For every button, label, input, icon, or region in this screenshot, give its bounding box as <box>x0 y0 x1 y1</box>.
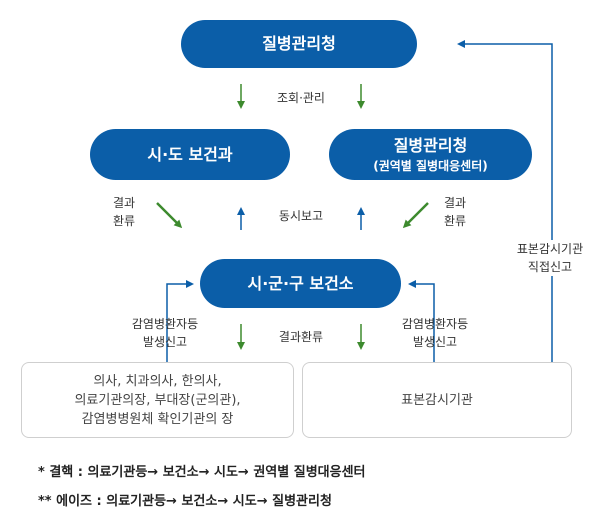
node-reporters-left: 의사, 치과의사, 한의사, 의료기관의장, 부대장(군의관), 감염병병원체 … <box>21 362 294 438</box>
label-result-feedback-right: 결과 환류 <box>443 196 467 228</box>
node-kdca-regional: 질병관리청 (권역별 질병대응센터) <box>329 129 532 180</box>
note-tuberculosis: * 결핵 : 의료기관등→ 보건소→ 시도→ 권역별 질병대응센터 <box>38 465 366 480</box>
node-health-center-label: 시·군·구 보건소 <box>247 273 354 293</box>
node-kdca-top-label: 질병관리청 <box>262 34 336 53</box>
node-kdca-top: 질병관리청 <box>181 20 417 68</box>
arrow-report-elbow-right <box>408 280 435 362</box>
arrow-feedback-diag-left <box>156 202 183 229</box>
node-sentinel: 표본감시기관 <box>302 362 572 438</box>
label-result-feedback-left: 결과 환류 <box>112 196 136 228</box>
node-health-center: 시·군·구 보건소 <box>200 259 401 308</box>
node-city-province-label: 시·도 보건과 <box>147 144 233 164</box>
label-patient-report-right: 감염병환자등 발생신고 <box>401 317 469 349</box>
note-aids: ** 에이즈 : 의료기관등→ 보건소→ 시도→ 질병관리청 <box>38 494 332 509</box>
node-city-province: 시·도 보건과 <box>90 129 290 180</box>
node-kdca-regional-label: 질병관리청 <box>393 135 468 155</box>
node-sentinel-label: 표본감시기관 <box>401 392 473 408</box>
label-result-feedback-center: 결과환류 <box>278 330 324 344</box>
label-patient-report-left: 감염병환자등 발생신고 <box>131 317 199 349</box>
node-reporters-left-label: 의사, 치과의사, 한의사, 의료기관의장, 부대장(군의관), 감염병병원체 … <box>74 373 241 427</box>
node-kdca-regional-sub: (권역별 질병대응센터) <box>373 158 488 173</box>
label-simultaneous-report: 동시보고 <box>278 209 324 223</box>
arrow-report-elbow-left <box>166 280 194 362</box>
label-inquiry-management: 조회·관리 <box>277 91 325 105</box>
arrow-feedback-diag-right <box>402 202 429 229</box>
label-sentinel-direct-report: 표본감시기관 직접신고 <box>506 240 594 276</box>
